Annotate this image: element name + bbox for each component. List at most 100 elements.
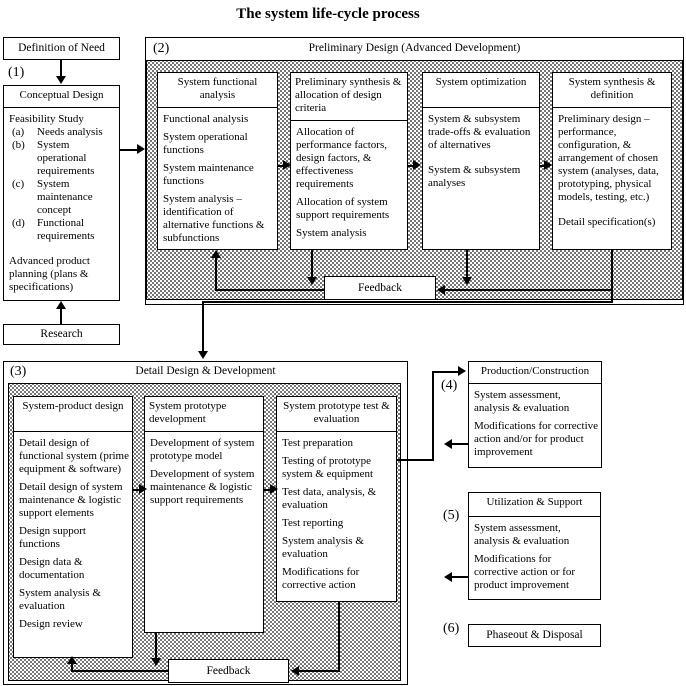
arrowhead-left-icon	[291, 666, 299, 676]
stage-5-label: (5)	[443, 508, 460, 523]
box-item: Test preparation	[282, 437, 354, 449]
box-title: System prototype test & evaluation	[277, 397, 396, 432]
diagram-title: The system life-cycle process	[236, 6, 420, 22]
feasibility-item-label: (b)	[12, 139, 25, 151]
utilization-support-box: Utilization & Support System assessment,…	[468, 492, 601, 600]
box-item: Allocation of performance factors, desig…	[296, 126, 388, 190]
arrowhead-up-icon	[67, 656, 77, 664]
arrowhead-right-icon	[458, 366, 466, 376]
research-box: Research	[3, 324, 120, 345]
detail-feedback-drop-box3	[338, 602, 340, 672]
utilization-feedback-arrow	[452, 576, 468, 578]
box-item: Testing of prototype system & equipment	[282, 455, 374, 480]
feasibility-item-label: (a)	[12, 126, 25, 138]
box-item: Design review	[19, 618, 83, 630]
box-item: System analysis & evaluation	[19, 587, 101, 612]
box-title: System-product design	[14, 397, 132, 432]
arrow-productdesign-to-prototype	[133, 489, 140, 491]
box-title: Utilization & Support	[469, 493, 600, 517]
production-construction-box: Production/Construction System assessmen…	[468, 361, 602, 468]
detail-feedback-drop-box2	[155, 633, 157, 660]
production-feedback-arrow	[452, 443, 468, 445]
arrowhead-right-icon	[283, 160, 291, 170]
arrow-optimization-to-definition	[540, 165, 545, 167]
arrowhead-right-icon	[270, 484, 278, 494]
arrowhead-down-icon	[151, 658, 161, 666]
feasibility-study-heading: Feasibility Study	[9, 113, 84, 125]
feedback-drop-box2	[311, 250, 313, 278]
feedback-drop-box3	[466, 250, 468, 278]
arrow-research-to-conceptual	[60, 309, 62, 324]
arrowhead-down-icon	[462, 277, 472, 285]
stage-3-label: (3)	[10, 364, 27, 379]
box-item: Modifications for corrective action or f…	[474, 553, 576, 591]
feasibility-item-text: System maintenance concept	[37, 178, 93, 216]
box-item: System analysis & evaluation	[282, 535, 364, 560]
box-item: Modifications for corrective action and/…	[474, 420, 599, 458]
feasibility-item-text: System operational requirements	[37, 139, 95, 177]
feedback-line-to-box1	[215, 258, 217, 291]
arrow-synthesis-to-optimization	[408, 165, 414, 167]
output-line-horizontal	[202, 301, 613, 303]
box-item: System operational functions	[163, 131, 248, 156]
detail-design-title: Detail Design & Development	[135, 365, 276, 377]
detail-feedback-box: Feedback	[168, 659, 289, 683]
box-item: Design data & documentation	[19, 556, 85, 581]
box-title: System prototype development	[145, 397, 263, 432]
system-synthesis-box: System synthesis & definition Preliminar…	[552, 72, 672, 250]
conceptual-design-title: Conceptual Design	[4, 86, 119, 108]
arrowhead-left-icon	[444, 572, 452, 582]
box-item: Allocation of system support requirement…	[296, 196, 390, 221]
box-item: Detail design of functional system (prim…	[19, 437, 129, 475]
box-item: Development of system prototype model	[150, 437, 255, 462]
arrowhead-up-icon	[56, 301, 66, 309]
feasibility-item: (a) Needs analysis	[9, 126, 116, 139]
arrowhead-right-icon	[137, 144, 145, 154]
feedback-line-right	[445, 289, 613, 291]
preliminary-feedback-box: Feedback	[324, 276, 436, 300]
line-test-to-production-3	[434, 371, 459, 373]
box-title: System functional analysis	[158, 73, 277, 108]
arrowhead-right-icon	[139, 484, 147, 494]
box-item: System analysis – identification of alte…	[163, 193, 265, 244]
box-item: Test reporting	[282, 517, 344, 529]
system-prototype-test-box: System prototype test & evaluation Test …	[276, 396, 397, 602]
box-title: Preliminary synthesis & allocation of de…	[291, 73, 407, 121]
arrowhead-down-icon	[198, 351, 208, 359]
box-item: Functional analysis	[163, 113, 249, 125]
box-item: System & subsystem trade-offs & evaluati…	[428, 113, 531, 151]
box-item: Design support functions	[19, 525, 86, 550]
line-test-to-production-1	[397, 459, 434, 461]
box-item: System maintenance functions	[163, 162, 254, 187]
arrow-conceptual-to-preliminary	[120, 149, 138, 151]
conceptual-design-box: Conceptual Design Feasibility Study (a) …	[3, 85, 120, 301]
box-item: Test data, analysis, & evaluation	[282, 486, 377, 511]
stage-6-label: (6)	[443, 621, 460, 636]
feasibility-item-label: (d)	[12, 217, 25, 229]
feedback-line-left	[215, 289, 324, 291]
stage-2-label: (2)	[153, 41, 170, 56]
box-item: Development of system maintenance & logi…	[150, 468, 255, 506]
box-item: System & subsystem analyses	[428, 164, 521, 189]
arrowhead-down-icon	[56, 76, 66, 84]
box-item: Modifications for corrective action	[282, 566, 360, 591]
detail-feedback-line-left	[71, 670, 168, 672]
stage-4-label: (4)	[441, 378, 458, 393]
system-product-design-box: System-product design Detail design of f…	[13, 396, 133, 658]
box-item: Detail specification(s)	[558, 216, 656, 228]
feasibility-item-text: Needs analysis	[37, 126, 103, 138]
line-test-to-production-2	[432, 371, 434, 461]
detail-feedback-line-right	[299, 670, 340, 672]
box-item: System analysis	[296, 227, 367, 239]
arrowhead-down-icon	[307, 277, 317, 285]
arrowhead-left-icon	[444, 439, 452, 449]
phaseout-disposal-box: Phaseout & Disposal	[468, 624, 601, 647]
box-item: System assessment, analysis & evaluation	[474, 389, 570, 414]
box-item: Preliminary design – performance, config…	[558, 113, 659, 203]
arrow-definition-to-conceptual	[60, 60, 62, 77]
box-title: System optimization	[423, 73, 539, 108]
feasibility-item: (b) System operational requirements	[9, 139, 116, 178]
box-title: System synthesis & definition	[553, 73, 671, 108]
arrowhead-right-icon	[413, 160, 421, 170]
